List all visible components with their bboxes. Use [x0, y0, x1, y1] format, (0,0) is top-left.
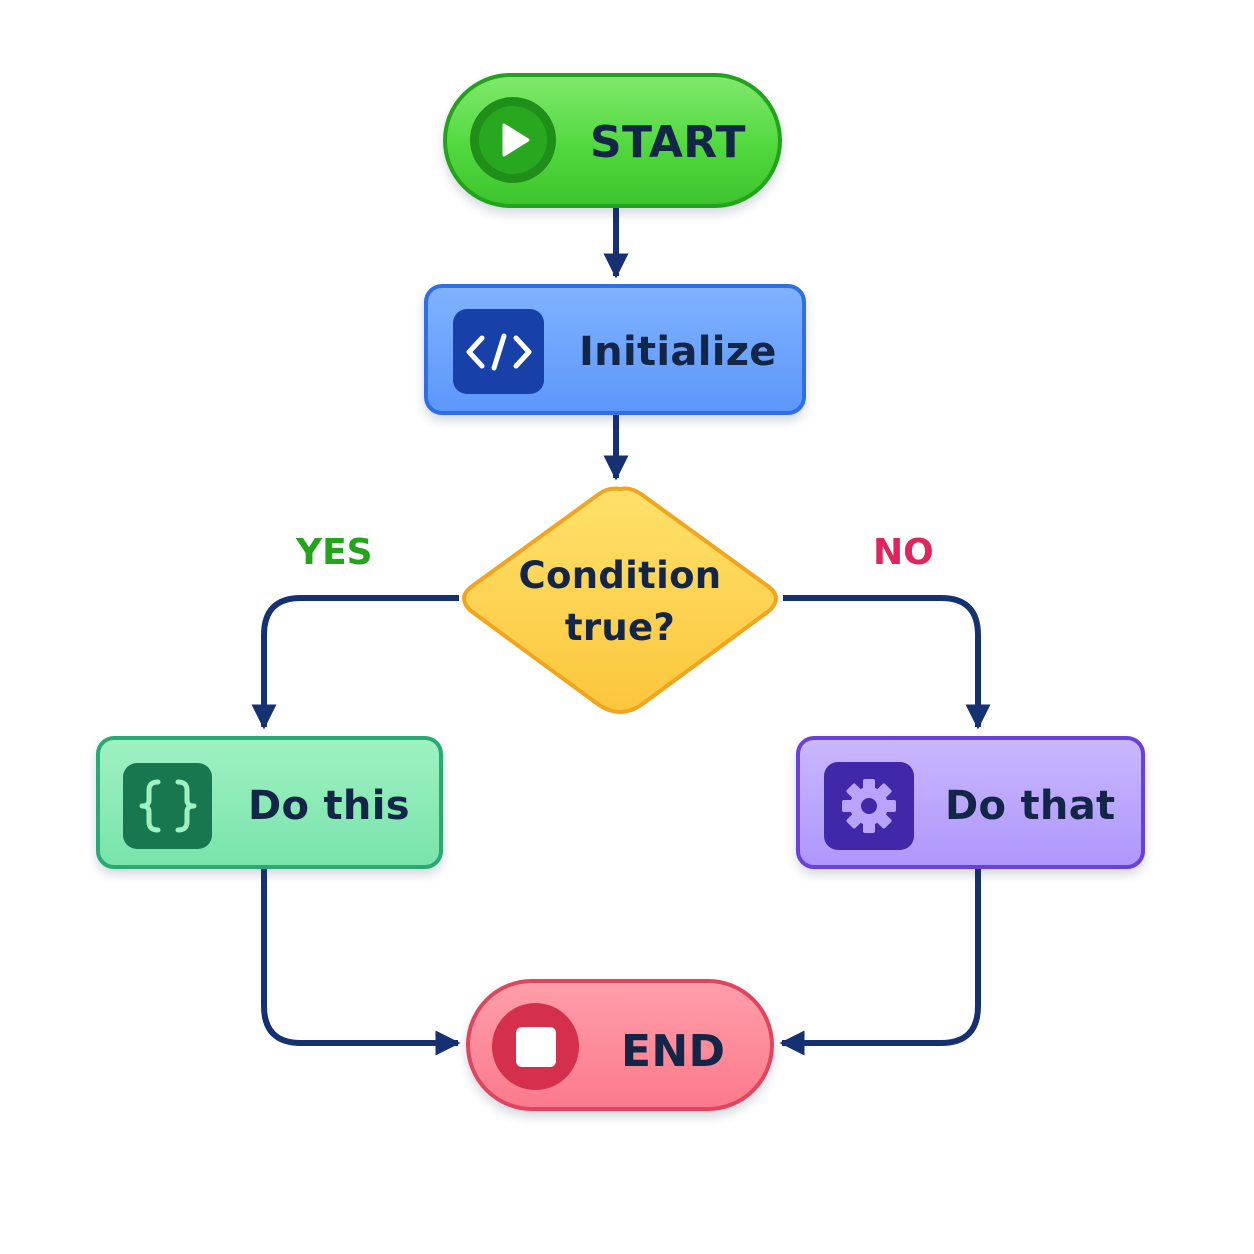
do-this-node[interactable]: Do this: [96, 736, 443, 869]
start-node[interactable]: START: [443, 73, 782, 208]
initialize-node[interactable]: Initialize: [424, 284, 806, 415]
decision-diamond: [462, 486, 778, 714]
no-branch-label: NO: [873, 532, 934, 573]
decision-node[interactable]: Condition true?: [455, 483, 785, 719]
stop-icon: [492, 1003, 579, 1090]
start-label: START: [590, 117, 746, 168]
do-that-node[interactable]: Do that: [796, 736, 1145, 869]
decision-label-line2: true?: [564, 606, 676, 649]
end-node[interactable]: END: [466, 979, 774, 1111]
arrow-dothis-to-end: [261, 869, 461, 1056]
braces-icon: [123, 763, 212, 849]
end-label: END: [621, 1026, 726, 1077]
code-icon: [453, 309, 544, 394]
initialize-label: Initialize: [579, 329, 777, 375]
decision-label-line1: Condition: [518, 554, 722, 597]
play-icon: [470, 97, 556, 183]
arrow-decision-to-dothis: [251, 595, 459, 730]
gear-icon: [824, 762, 914, 850]
do-that-label: Do that: [945, 783, 1116, 829]
arrow-decision-to-dothat: [783, 595, 991, 730]
arrow-dothat-to-end: [779, 869, 981, 1056]
do-this-label: Do this: [248, 783, 410, 829]
yes-branch-label: YES: [296, 532, 373, 573]
